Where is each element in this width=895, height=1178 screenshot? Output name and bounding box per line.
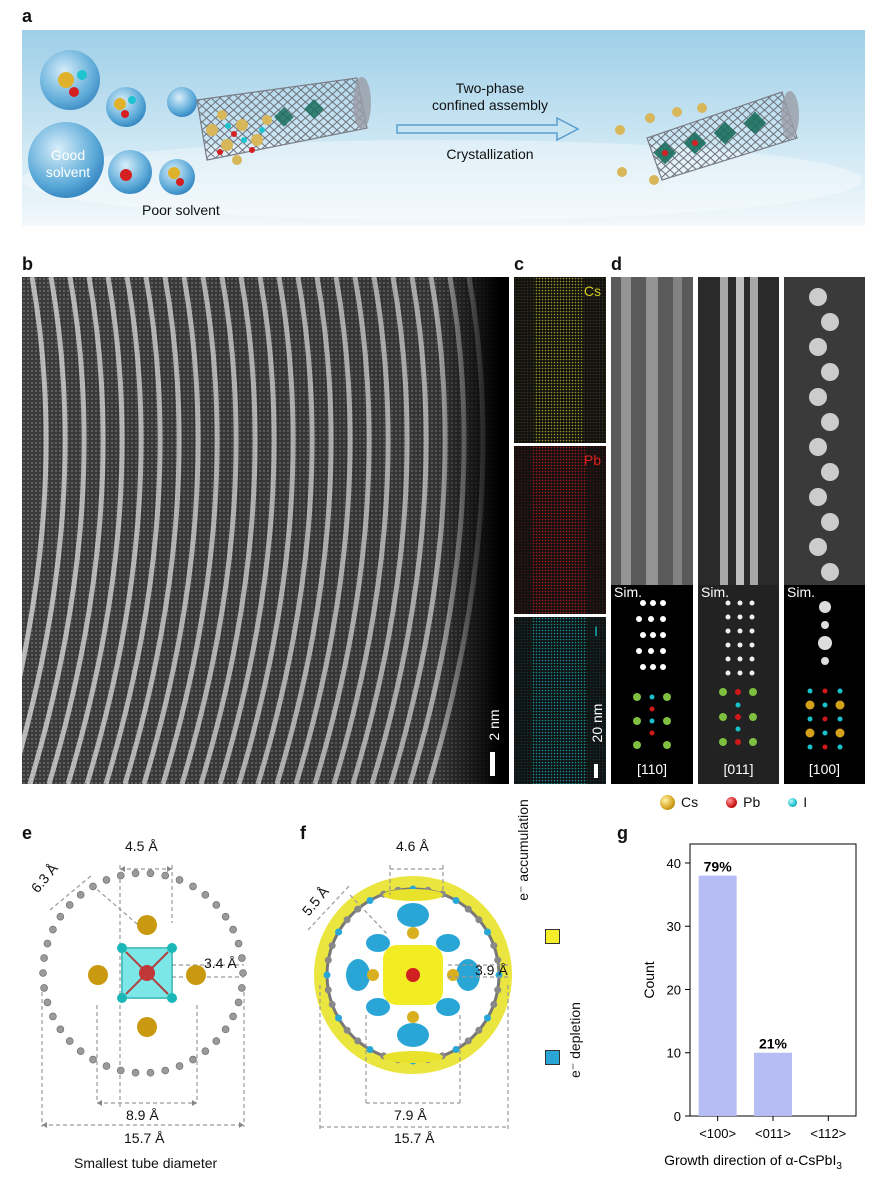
atom-legend: Cs Pb I bbox=[660, 792, 807, 812]
y-tick-label-10: 10 bbox=[667, 1046, 681, 1061]
eds-i-texture bbox=[514, 617, 606, 784]
y-tick-label-0: 0 bbox=[674, 1109, 681, 1124]
depletion-label: e⁻ depletion bbox=[567, 1002, 583, 1078]
eds-cs-texture bbox=[514, 277, 606, 443]
arrow-top-line2: confined assembly bbox=[432, 97, 548, 113]
eds-cs-label: Cs bbox=[583, 283, 601, 299]
i-atom-icon bbox=[788, 797, 798, 807]
eds-map-pb: Pb bbox=[514, 446, 606, 614]
panel-label-b: b bbox=[22, 254, 33, 274]
poor-solvent-label: Poor solvent bbox=[142, 202, 220, 218]
x-tick-label-1: <011> bbox=[755, 1126, 791, 1141]
x-axis-label: Growth direction of α-CsPbI3 bbox=[664, 1152, 842, 1172]
y-tick-label-20: 20 bbox=[667, 982, 681, 997]
sim-label-110: Sim. bbox=[614, 584, 642, 600]
d-110-image bbox=[611, 277, 693, 784]
panel-a-illustration: Good solvent Poor solvent Two-phase conf… bbox=[22, 30, 865, 226]
d-column-110: Sim. [110] bbox=[611, 277, 693, 784]
y-tick-label-30: 30 bbox=[667, 919, 681, 934]
eds-pb-texture bbox=[514, 446, 606, 614]
e-caption: Smallest tube diameter bbox=[74, 1155, 218, 1171]
stem-lattice-fringes bbox=[0, 276, 509, 785]
bar-0 bbox=[698, 875, 737, 1116]
growth-direction-bar-chart: 0 10 20 30 40 <100> 79% <011> 21% <112> CountGrowt… bbox=[641, 843, 857, 1172]
arrow-top-line1: Two-phase bbox=[455, 80, 525, 96]
panel-label-e: e bbox=[22, 823, 33, 843]
good-solvent-label: Good solvent bbox=[30, 147, 106, 181]
eds-i-label: I bbox=[594, 623, 598, 639]
d-100-image bbox=[784, 277, 865, 784]
panel-label-g: g bbox=[617, 823, 628, 843]
good-solvent-line1: Good bbox=[50, 147, 86, 163]
panel-f-diagram: 4.6 Å 5.5 Å 3.9 Å 7.9 Å bbox=[298, 835, 538, 1135]
f-dim-3-9: 3.9 Å bbox=[475, 962, 508, 978]
f-dim-4-6: 4.6 Å bbox=[396, 838, 429, 854]
arrow-top-label: Two-phase confined assembly bbox=[410, 80, 570, 114]
d-column-100: Sim. [100] bbox=[784, 277, 865, 784]
panel-label-f: f bbox=[300, 823, 306, 843]
scale-label-b: 2 nm bbox=[486, 709, 502, 741]
legend-i-label: I bbox=[803, 794, 808, 810]
dir-label-110: [110] bbox=[636, 761, 668, 777]
sim-label-011: Sim. bbox=[701, 584, 729, 600]
eds-map-i: I 20 nm bbox=[514, 617, 606, 784]
charge-density-f bbox=[307, 865, 512, 1129]
d-column-011: Sim. [011] bbox=[698, 277, 779, 784]
legend-cs-label: Cs bbox=[681, 794, 699, 810]
e-dim-4-5: 4.5 Å bbox=[125, 838, 158, 854]
bar-1 bbox=[754, 1052, 792, 1116]
cs-atom-icon bbox=[660, 794, 675, 810]
data-label-0: 79% bbox=[704, 859, 733, 875]
accumulation-label: e⁻ accumulation bbox=[515, 799, 531, 901]
x-tick-label-2: <112> bbox=[810, 1126, 846, 1141]
x-tick-label-0: <100> bbox=[699, 1126, 736, 1141]
dir-label-100: [100] bbox=[808, 761, 841, 777]
tube-cross-section-e bbox=[39, 865, 247, 1128]
assembly-schematic bbox=[22, 30, 865, 226]
f-dim-7-9: 7.9 Å bbox=[394, 1107, 427, 1123]
y-axis-label: Count bbox=[641, 961, 657, 998]
pb-atom-icon bbox=[726, 796, 738, 808]
eds-map-cs: Cs bbox=[514, 277, 606, 443]
d-011-image bbox=[698, 277, 779, 784]
scale-bar-b bbox=[490, 752, 495, 776]
y-tick-label-40: 40 bbox=[667, 856, 681, 871]
eds-pb-label: Pb bbox=[583, 452, 601, 468]
scale-label-c: 20 nm bbox=[589, 703, 605, 743]
legend-pb-label: Pb bbox=[743, 794, 761, 810]
depletion-swatch bbox=[545, 1050, 560, 1065]
good-solvent-line2: solvent bbox=[45, 164, 91, 180]
f-dim-15-7: 15.7 Å bbox=[394, 1130, 435, 1146]
panel-label-d: d bbox=[611, 254, 622, 274]
e-dim-15-7: 15.7 Å bbox=[124, 1130, 165, 1146]
sim-label-100: Sim. bbox=[787, 584, 815, 600]
panel-e-diagram: 4.5 Å 6.3 Å 3.4 Å 8.9 Å bbox=[22, 835, 267, 1135]
accumulation-swatch bbox=[545, 929, 560, 944]
panel-label-c: c bbox=[514, 254, 525, 274]
data-label-1: 21% bbox=[759, 1036, 788, 1052]
e-dim-3-4: 3.4 Å bbox=[204, 955, 237, 971]
scale-bar-c bbox=[594, 764, 598, 778]
e-dim-8-9: 8.9 Å bbox=[126, 1107, 159, 1123]
panel-label-a: a bbox=[22, 6, 33, 26]
arrow-bottom-label: Crystallization bbox=[446, 146, 534, 162]
dir-label-011: [011] bbox=[723, 761, 754, 777]
panel-b-stem-image: 2 nm bbox=[0, 276, 509, 785]
